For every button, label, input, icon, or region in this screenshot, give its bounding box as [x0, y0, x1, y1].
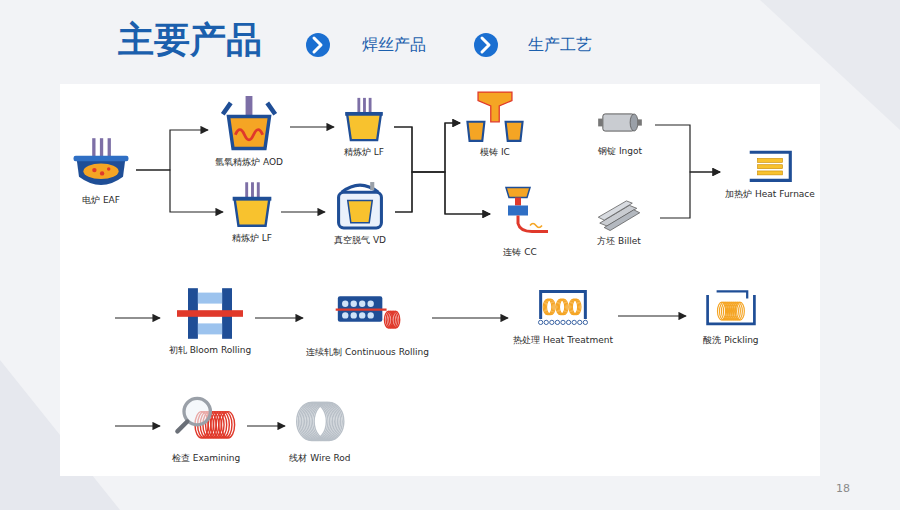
aod-icon: [208, 96, 290, 153]
label-wrap: 焊丝产品: [362, 35, 426, 55]
process-step: 氩氧精炼炉 AOD: [208, 96, 290, 168]
wrap-arrow: [115, 425, 160, 426]
breadcrumb-text: 生产工艺: [528, 35, 592, 55]
billet-icon: [578, 195, 660, 232]
step-label: 方坯 Billet: [596, 235, 642, 247]
flow-arrow: [618, 315, 686, 316]
step-label: 真空脱气 VD: [333, 234, 387, 246]
process-step: 精炼炉 LF: [334, 96, 394, 158]
flow-arrow: [136, 170, 223, 212]
step-label: 精炼炉 LF: [231, 232, 273, 244]
cc-icon: [490, 178, 550, 243]
process-step: 酸洗 Pickling: [686, 286, 776, 346]
process-step: 方坯 Billet: [578, 195, 660, 247]
step-label: 线材 Wire Rod: [288, 452, 351, 464]
process-step: 连续轧制 Continuous Rolling: [303, 290, 432, 358]
chevron-icon: [306, 33, 330, 57]
step-label: 模铸 IC: [479, 146, 511, 158]
title-wrap: 主要产品: [118, 18, 262, 62]
breadcrumb-text: 焊丝产品: [362, 35, 426, 55]
lf-icon: [334, 96, 394, 143]
step-label: 电炉 EAF: [81, 194, 121, 206]
cont-icon: [303, 290, 432, 343]
flow-arrow: [660, 172, 720, 218]
flow-arrow: [395, 172, 490, 214]
pick-icon: [686, 286, 776, 331]
process-step: 初轧 Bloom Rolling: [165, 286, 255, 356]
exam-icon: [165, 394, 247, 449]
process-step: 线材 Wire Rod: [285, 396, 355, 464]
eaf-icon: [66, 136, 136, 191]
process-step: 检查 Examining: [165, 394, 247, 464]
flow-arrow: [247, 425, 285, 426]
label-wrap: 生产工艺: [528, 35, 592, 55]
step-label: 连续轧制 Continuous Rolling: [305, 346, 430, 358]
content-panel: [60, 84, 820, 476]
process-step: 电炉 EAF: [66, 136, 136, 206]
slide-title: 主要产品: [118, 18, 262, 62]
step-label: 连铸 CC: [502, 246, 537, 258]
vd-icon: [325, 180, 395, 231]
label-wrap: 18: [836, 479, 850, 499]
step-label: 氩氧精炼炉 AOD: [214, 156, 284, 168]
step-label: 加热炉 Heat Furnace: [724, 188, 816, 200]
flow-arrow: [290, 126, 334, 127]
flow-arrow: [395, 123, 460, 212]
ic-icon: [460, 90, 530, 143]
step-label: 初轧 Bloom Rolling: [168, 344, 252, 356]
step-label: 检查 Examining: [171, 452, 241, 464]
wire-icon: [285, 396, 355, 449]
heat-icon: [508, 288, 618, 331]
flow-arrow: [655, 125, 720, 172]
flow-arrow: [432, 317, 508, 318]
flow-arrow: [136, 130, 208, 170]
flow-arrow: [394, 123, 460, 172]
process-step: 加热炉 Heat Furnace: [720, 146, 820, 200]
step-label: 酸洗 Pickling: [702, 334, 759, 346]
furnace-icon: [720, 146, 820, 185]
process-step: 热处理 Heat Treatment: [508, 288, 618, 346]
flow-arrow: [255, 317, 303, 318]
wrap-arrow: [115, 317, 160, 318]
bloom-icon: [165, 286, 255, 341]
process-step: 连铸 CC: [490, 178, 550, 258]
page-number: 18: [836, 479, 850, 499]
lf-icon: [223, 180, 281, 229]
step-label: 精炼炉 LF: [343, 146, 385, 158]
process-step: 精炼炉 LF: [223, 180, 281, 244]
step-label: 钢锭 Ingot: [597, 145, 643, 157]
process-step: 钢锭 Ingot: [585, 103, 655, 157]
ingot-icon: [585, 103, 655, 142]
flow-arrow: [281, 211, 325, 212]
chevron-icon: [474, 33, 498, 57]
process-step: 真空脱气 VD: [325, 180, 395, 246]
process-step: 模铸 IC: [460, 90, 530, 158]
step-label: 热处理 Heat Treatment: [512, 334, 614, 346]
